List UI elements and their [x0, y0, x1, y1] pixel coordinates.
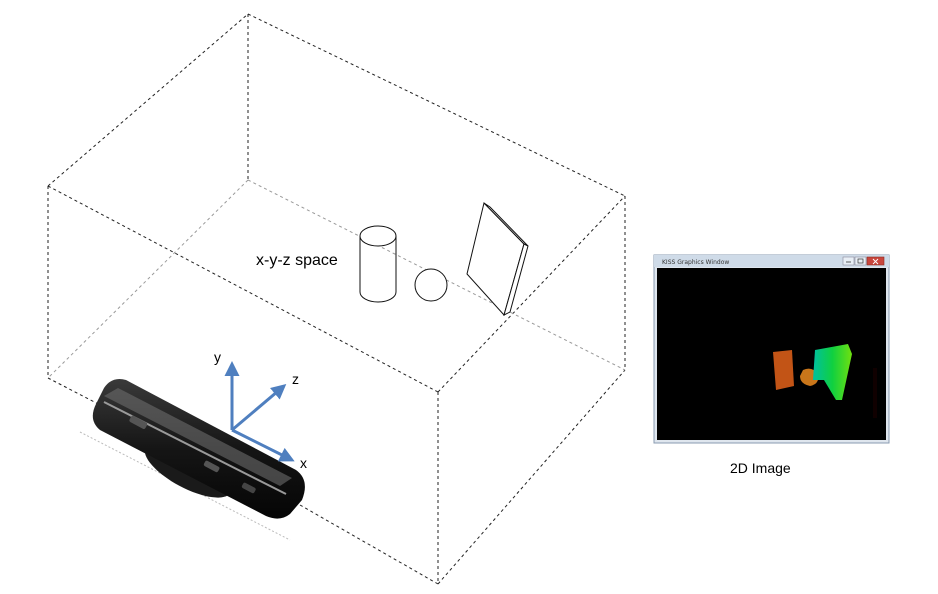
image-caption: 2D Image	[730, 460, 791, 476]
cylinder-depth-blob	[773, 350, 794, 390]
window-title: KISS Graphics Window	[662, 259, 729, 266]
depth-noise	[873, 368, 877, 418]
xyz-space-box	[48, 14, 625, 584]
xyz-space-box-hidden-edges	[48, 180, 625, 378]
y-axis-label: y	[214, 349, 221, 365]
z-axis-label: z	[292, 371, 299, 387]
graphics-window: KISS Graphics Window	[654, 255, 889, 443]
sphere-shape	[415, 269, 447, 301]
minimize-button[interactable]	[843, 257, 854, 265]
cylinder-shape	[360, 226, 396, 302]
x-axis-label: x	[300, 455, 307, 471]
space-label: x-y-z space	[256, 252, 338, 269]
maximize-button[interactable]	[855, 257, 866, 265]
depth-camera-icon	[80, 379, 305, 540]
z-axis-arrow	[232, 386, 284, 430]
slab-shape	[467, 203, 528, 315]
